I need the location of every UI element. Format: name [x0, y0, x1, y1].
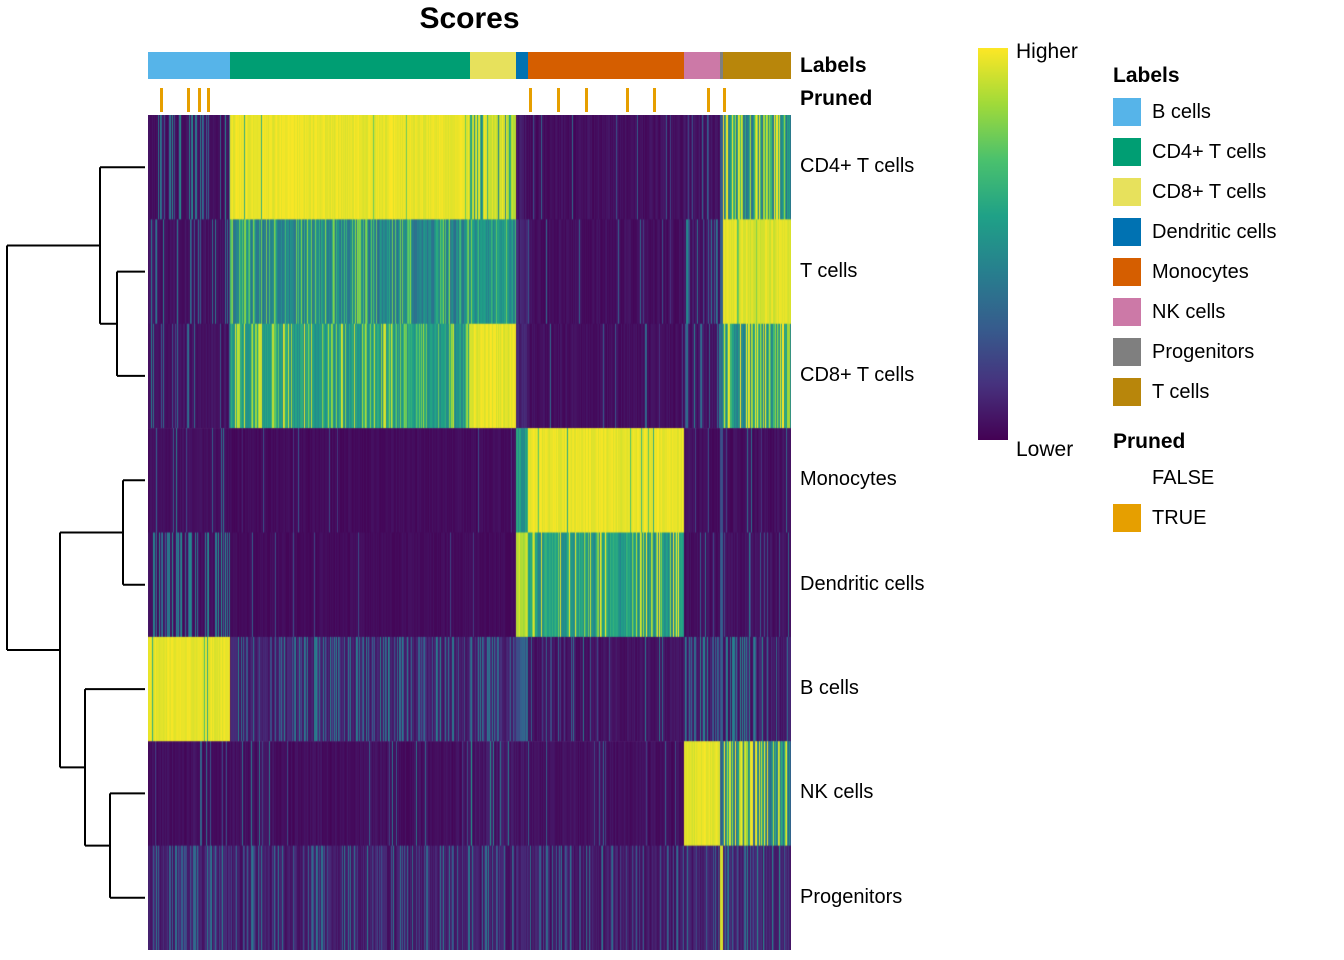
legend-pruned-items: FALSE TRUE [1113, 464, 1333, 532]
legend-labels-swatch [1113, 298, 1141, 326]
labels-annotation-bar [148, 52, 791, 79]
pruned-true-tick [198, 88, 202, 112]
legend-labels-swatch [1113, 258, 1141, 286]
legend-labels-item: Monocytes [1113, 258, 1333, 286]
legend-labels-item: Progenitors [1113, 338, 1333, 366]
legend-labels-label: Dendritic cells [1152, 220, 1277, 243]
row-label: CD8+ T cells [800, 363, 915, 386]
pruned-true-tick [584, 88, 588, 112]
pruned-true-tick [207, 88, 211, 112]
pruned-true-tick [706, 88, 710, 112]
legend-labels-label: B cells [1152, 100, 1211, 123]
legend-labels-swatch [1113, 218, 1141, 246]
row-label: Dendritic cells [800, 572, 925, 595]
labels-bar-segment [470, 52, 517, 79]
labels-annotation-title: Labels [800, 54, 867, 77]
colorbar [978, 48, 1008, 440]
row-dendrogram [6, 166, 145, 899]
labels-bar-segment [683, 52, 720, 79]
legend-pruned-title: Pruned [1113, 430, 1186, 453]
legend-labels-swatch [1113, 138, 1141, 166]
pruned-true-tick [722, 88, 726, 112]
labels-bar-segment [722, 52, 791, 79]
pruned-true-tick [625, 88, 629, 112]
chart-title: Scores [419, 2, 520, 35]
legend-labels-item: NK cells [1113, 298, 1333, 326]
legend-pruned-swatch [1113, 504, 1141, 532]
legend-labels-label: CD8+ T cells [1152, 180, 1267, 203]
legend-labels-swatch [1113, 178, 1141, 206]
row-label: Monocytes [800, 468, 897, 491]
pruned-true-tick [160, 88, 164, 112]
legend-labels-item: Dendritic cells [1113, 218, 1333, 246]
labels-bar-segment [230, 52, 471, 79]
labels-bar-segment [516, 52, 528, 79]
legend-labels-item: CD4+ T cells [1113, 138, 1333, 166]
pruned-annotation-title: Pruned [800, 87, 873, 110]
legend-labels-label: CD4+ T cells [1152, 140, 1267, 163]
pruned-true-tick [556, 88, 560, 112]
legend-pruned-label: TRUE [1152, 506, 1207, 529]
heatmap-canvas [148, 115, 791, 950]
row-label: B cells [800, 677, 859, 700]
legend-labels-label: NK cells [1152, 300, 1226, 323]
legend-labels-item: B cells [1113, 98, 1333, 126]
pruned-true-tick [528, 88, 532, 112]
legend-labels-item: CD8+ T cells [1113, 178, 1333, 206]
legend-labels-title: Labels [1113, 64, 1180, 87]
labels-bar-segment [148, 52, 231, 79]
legend-labels-label: Progenitors [1152, 340, 1255, 363]
legend-pruned-item: TRUE [1113, 504, 1333, 532]
legend-labels-label: Monocytes [1152, 260, 1249, 283]
row-label: Progenitors [800, 885, 903, 908]
legend-pruned-swatch [1113, 464, 1141, 492]
pruned-true-tick [187, 88, 191, 112]
row-label: NK cells [800, 781, 874, 804]
legend-labels-label: T cells [1152, 380, 1210, 403]
pruned-annotation-bar [148, 88, 791, 112]
pruned-true-tick [652, 88, 656, 112]
labels-bar-segment [527, 52, 684, 79]
legend-labels-swatch [1113, 338, 1141, 366]
legend-labels-swatch [1113, 378, 1141, 406]
row-label: CD4+ T cells [800, 155, 915, 178]
row-label: T cells [800, 259, 858, 282]
legend-labels-swatch [1113, 98, 1141, 126]
colorbar-high-label: Higher [1016, 40, 1078, 63]
labels-bar-segment [719, 52, 723, 79]
legend-pruned-label: FALSE [1152, 466, 1215, 489]
legend-labels-item: T cells [1113, 378, 1333, 406]
legend-pruned-item: FALSE [1113, 464, 1333, 492]
colorbar-low-label: Lower [1016, 438, 1074, 461]
